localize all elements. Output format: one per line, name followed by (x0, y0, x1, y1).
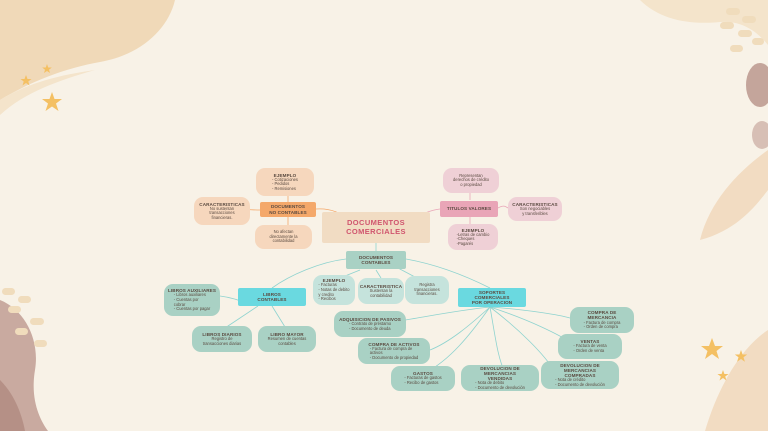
libro-mayor-title: LIBRO MAYOR (270, 331, 304, 337)
libro-mayor: LIBRO MAYOR Resumen de cuentas contables (258, 326, 316, 352)
no-contables-label: DOCUMENTOS NO CONTABLES (269, 204, 307, 215)
soportes-label: SOPORTES COMERCIALES POR OPERACION (471, 289, 513, 306)
titulos-ejemplo-title: EJEMPLO (461, 227, 485, 233)
contables-caracteristica-body: Sustentan la contabilidad (369, 287, 393, 298)
soporte-devolucion-vendidas-title: DEVOLUCION DE MERCANCIAS VENDIDAS (480, 365, 520, 381)
titulos-descripcion-body: Representan derechos de crédito o propie… (453, 172, 489, 187)
titulos-valores-label: TITULOS VALORES (446, 206, 492, 212)
libros-label: LIBROS CONTABLES (257, 291, 287, 302)
soporte-ventas-body: - Factura de venta - Orden de venta (573, 343, 607, 354)
soporte-ventas-title: VENTAS (580, 339, 600, 345)
titulos-valores-label-node: TITULOS VALORES (440, 201, 498, 217)
libros-auxiliares-body: - Libros auxiliares - Cuentas por cobrar… (173, 292, 211, 312)
titulos-caracteristica-body: Son negociables y transferibles (519, 205, 551, 216)
contables-caracteristica-title: CARACTERISTICA (359, 283, 403, 289)
soporte-gastos-title: GASTOS (413, 371, 433, 377)
soporte-devolucion-compradas: DEVOLUCION DE MERCANCIAS COMPRADAS - Not… (541, 361, 619, 389)
main-title-node: DOCUMENTOS COMERCIALES (322, 212, 430, 243)
libros-auxiliares: LIBROS AUXILIARES - Libros auxiliares - … (164, 284, 220, 316)
libros-auxiliares-title: LIBROS AUXILIARES (168, 288, 216, 294)
soporte-devolucion-compradas-body: - Nota de crédito - Documento de devoluc… (555, 377, 605, 387)
contables-label-node: DOCUMENTOS CONTABLES (346, 251, 406, 269)
contables-registro-body: Registra transacciones financieras. (414, 282, 440, 297)
contables-label: DOCUMENTOS CONTABLES (358, 254, 394, 265)
no-contables-ejemplo-title: EJEMPLO (273, 172, 297, 178)
libros-diarios-title: LIBROS DIARIOS (202, 331, 242, 337)
titulos-caracteristica-title: CARACTERISTICAS (512, 201, 558, 207)
soporte-devolucion-vendidas-body: - Nota de debito - Documento de devoluci… (475, 380, 525, 390)
soporte-gastos-body: - Facturas de gastos - Recibo de gastos (404, 375, 442, 386)
no-contables-caracteristica: CARACTERISTICAS No sustentan transaccion… (194, 197, 250, 225)
soporte-compra-mercancia: COMPRA DE MERCANCIA - Factura de compra … (570, 307, 634, 333)
soporte-devolucion-compradas-title: DEVOLUCION DE MERCANCIAS COMPRADAS (560, 362, 600, 378)
libros-diarios-body: Registro de transacciones diarias (202, 335, 242, 346)
no-contables-ejemplo-body: - Cotizaciones - Pedidos - Remisiones (272, 176, 298, 191)
contables-ejemplo-title: EJEMPLO (322, 278, 346, 284)
soporte-ventas: VENTAS - Factura de venta - Orden de ven… (558, 334, 622, 359)
soporte-compra-activos: COMPRA DE ACTIVOS - Factura de compra de… (358, 338, 430, 364)
titulos-ejemplo: EJEMPLO -Letras de cambio -Cheques -Paga… (448, 224, 498, 250)
no-contables-nota-body: No afectan directamente la contabilidad (269, 229, 298, 244)
main-title: DOCUMENTOS COMERCIALES (346, 218, 406, 236)
no-contables-nota: No afectan directamente la contabilidad (255, 225, 312, 249)
titulos-ejemplo-body: -Letras de cambio -Cheques -Pagarés (456, 231, 490, 246)
soporte-adquisicion-pasivos: ADQUISICION DE PASIVOS - Contrato de pré… (334, 311, 406, 337)
no-contables-caracteristica-body: No sustentan transacciones financieras. (209, 205, 235, 220)
soporte-compra-activos-body: - Factura de compra de activos - Documen… (369, 345, 419, 360)
soporte-adquisicion-pasivos-title: ADQUISICION DE PASIVOS (339, 316, 401, 322)
contables-caracteristica: CARACTERISTICA Sustentan la contabilidad (358, 278, 404, 304)
soporte-compra-mercancia-body: - Factura de compra - Orden de compra (583, 319, 621, 330)
libro-mayor-body: Resumen de cuentas contables (267, 335, 307, 346)
titulos-caracteristica: CARACTERISTICAS Son negociables y transf… (508, 197, 562, 221)
contables-registro: Registra transacciones financieras. (405, 276, 449, 304)
soporte-devolucion-vendidas: DEVOLUCION DE MERCANCIAS VENDIDAS - Nota… (461, 365, 539, 391)
libros-label-node: LIBROS CONTABLES (238, 288, 306, 306)
titulos-descripcion: Representan derechos de crédito o propie… (443, 168, 499, 193)
no-contables-caracteristica-title: CARACTERISTICAS (199, 201, 245, 207)
soportes-label-node: SOPORTES COMERCIALES POR OPERACION (458, 288, 526, 307)
contables-ejemplo: EJEMPLO - Facturas - Notas de debito y c… (313, 275, 355, 305)
soporte-compra-mercancia-title: COMPRA DE MERCANCIA (587, 310, 617, 321)
contables-ejemplo-body: - Facturas - Notas de debito y credito -… (318, 282, 350, 302)
no-contables-ejemplo: EJEMPLO - Cotizaciones - Pedidos - Remis… (256, 168, 314, 196)
soporte-adquisicion-pasivos-body: - Contrato de préstamo - Documento de de… (348, 320, 392, 331)
soporte-gastos: GASTOS - Facturas de gastos - Recibo de … (391, 366, 455, 391)
soporte-compra-activos-title: COMPRA DE ACTIVOS (368, 341, 420, 347)
no-contables-label-node: DOCUMENTOS NO CONTABLES (260, 202, 316, 217)
libros-diarios: LIBROS DIARIOS Registro de transacciones… (192, 326, 252, 352)
